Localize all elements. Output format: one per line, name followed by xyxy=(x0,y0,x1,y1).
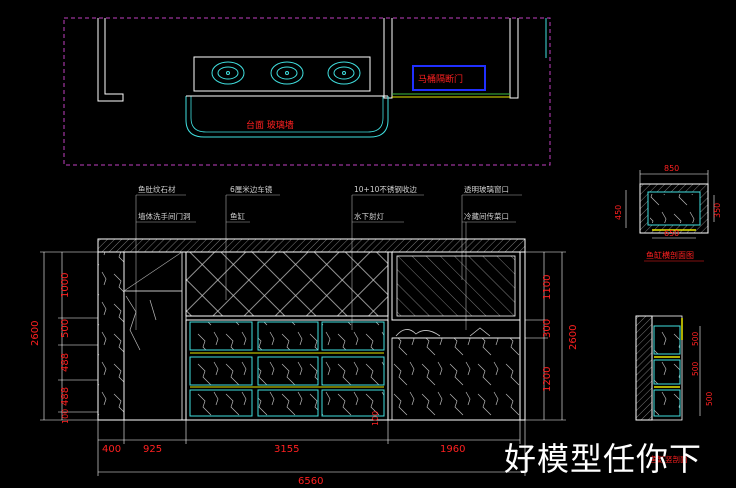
ceiling-band xyxy=(97,238,526,253)
aquarium-area xyxy=(185,319,389,421)
plan-right-wall-b xyxy=(509,18,519,99)
dim-left-5: 100 xyxy=(61,409,70,424)
dim-right-2: 300 xyxy=(542,319,553,338)
plan-tag-label: 马桶隔断门 xyxy=(418,73,463,85)
callout-top-4: 透明玻璃窗口 xyxy=(464,184,509,194)
basin-icon xyxy=(211,61,245,85)
basin-icon xyxy=(270,61,304,85)
callout-bottom-1: 墙体洗手间门洞 xyxy=(138,211,191,221)
tank-wall xyxy=(635,315,653,421)
detail-b: 500 500 500 鱼缸竖剖面 xyxy=(635,315,714,464)
plan-counter-label: 台面 玻璃墙 xyxy=(246,119,294,131)
plan-right-wall-a xyxy=(383,18,393,99)
callout-top-2: 6厘米边车镜 xyxy=(230,184,273,194)
detail-a-caption: 鱼缸横剖面图 xyxy=(646,250,694,260)
dim-bottom-4: 1960 xyxy=(440,444,465,455)
callout-bottom-4: 冷藏间传菜口 xyxy=(464,211,509,221)
dim-right-total: 2600 xyxy=(568,325,579,350)
plan-view: 台面 玻璃墙 马桶隔断门 xyxy=(63,17,551,166)
stone-counter xyxy=(391,337,521,421)
detail-b-caption: 鱼缸竖剖面 xyxy=(650,454,688,464)
dim-left-4: 488 xyxy=(60,387,71,406)
aquarium-tanks xyxy=(189,321,385,417)
detail-b-dim-3: 500 xyxy=(705,391,714,406)
plan-glass-counter xyxy=(185,96,389,138)
callout-bottom-2: 鱼缸 xyxy=(230,211,245,221)
dim-bottom-total: 6560 xyxy=(298,476,323,487)
detail-b-dim-1: 500 xyxy=(691,331,700,346)
detail-a-inner-dim: 650 xyxy=(664,229,679,238)
plan-tag-box xyxy=(412,65,486,91)
mirror-panel xyxy=(185,251,389,317)
callout-bottom-3: 水下射灯 xyxy=(354,211,384,221)
detail-a-left-dim: 450 xyxy=(614,205,623,220)
door-opening xyxy=(123,251,183,421)
dim-right-3: 1200 xyxy=(542,367,553,392)
callout-top-3: 10+10不锈钢收边 xyxy=(354,184,417,194)
dim-bottom-3: 3155 xyxy=(274,444,299,455)
watermark: 好模型任你下 xyxy=(504,440,703,478)
dim-bottom-extra: 100 xyxy=(371,411,380,426)
detail-a: 850 450 350 650 鱼缸横剖面图 xyxy=(614,164,722,262)
dim-bottom-2: 925 xyxy=(143,444,162,455)
basin-icon xyxy=(327,61,361,85)
dim-left-3: 488 xyxy=(60,353,71,372)
callout-top-1: 鱼肚纹石材 xyxy=(138,184,176,194)
plan-left-wall xyxy=(97,18,124,102)
detail-a-top-dim: 850 xyxy=(664,164,679,173)
detail-a-right-dim: 350 xyxy=(713,203,722,218)
plan-vanity xyxy=(193,56,371,92)
dim-left-2: 500 xyxy=(60,319,71,338)
dim-left-1: 1000 xyxy=(60,273,71,298)
plan-border xyxy=(63,17,551,166)
dimensions xyxy=(40,251,566,476)
stone-column xyxy=(97,251,125,421)
plan-basins xyxy=(211,61,361,85)
dim-bottom-1: 400 xyxy=(102,444,121,455)
detail-b-dim-2: 500 xyxy=(691,361,700,376)
dim-right-1: 1100 xyxy=(542,275,553,300)
dim-left-total: 2600 xyxy=(30,321,41,346)
elevation xyxy=(97,238,526,421)
callouts: 鱼肚纹石材 6厘米边车镜 10+10不锈钢收边 透明玻璃窗口 墙体洗手间门洞 鱼… xyxy=(135,184,522,330)
